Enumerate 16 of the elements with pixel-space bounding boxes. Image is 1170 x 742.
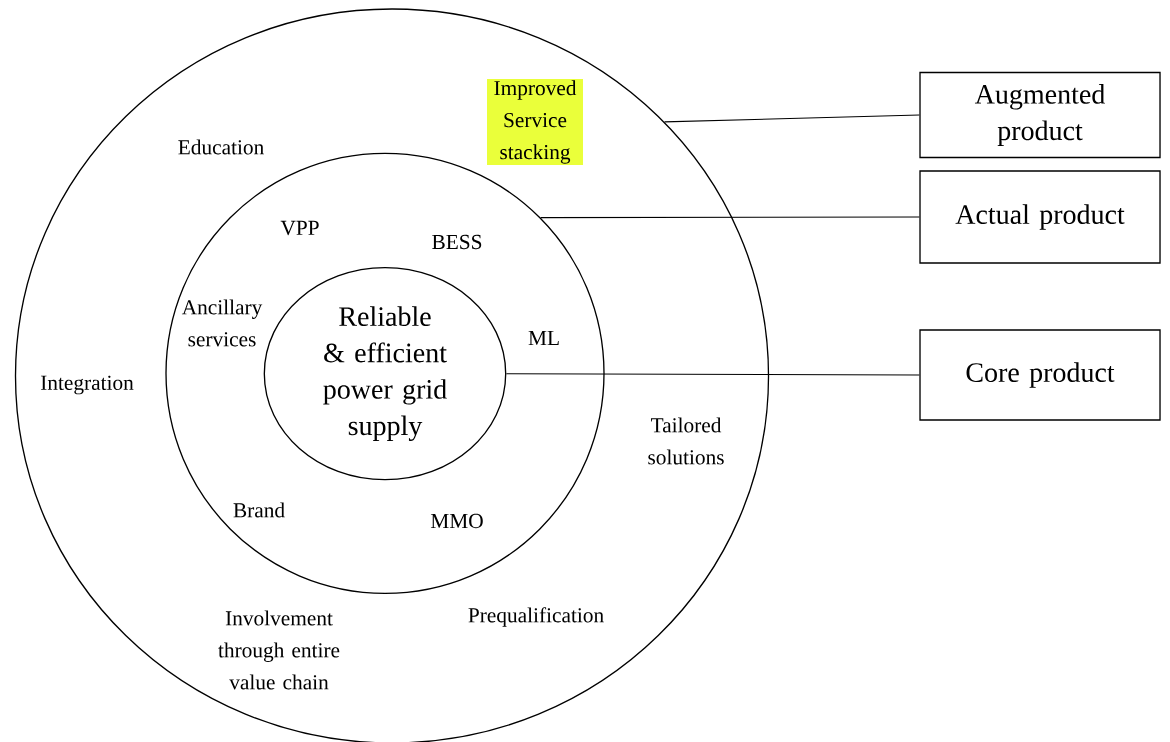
label-box: Augmented product: [919, 71, 1161, 159]
ring-label: Tailored solutions: [648, 417, 724, 465]
ring-label: MMO: [430, 513, 483, 529]
ring-label: VPP: [280, 220, 319, 236]
ring-label: Prequalification: [468, 607, 604, 627]
highlighted-label: Improved Service stacking: [487, 78, 583, 166]
ring-label: Education: [178, 139, 264, 155]
ring-label: Brand: [233, 502, 285, 518]
connector-line: [540, 216, 920, 219]
ring-label: Involvement through entire value chain: [218, 610, 340, 690]
ring-label: ML: [528, 331, 559, 345]
label-box: Core product: [919, 329, 1161, 421]
ring-label: Integration: [41, 375, 134, 395]
connector-line: [505, 373, 920, 376]
connector-line: [664, 114, 920, 123]
label-box: Actual product: [919, 170, 1161, 264]
